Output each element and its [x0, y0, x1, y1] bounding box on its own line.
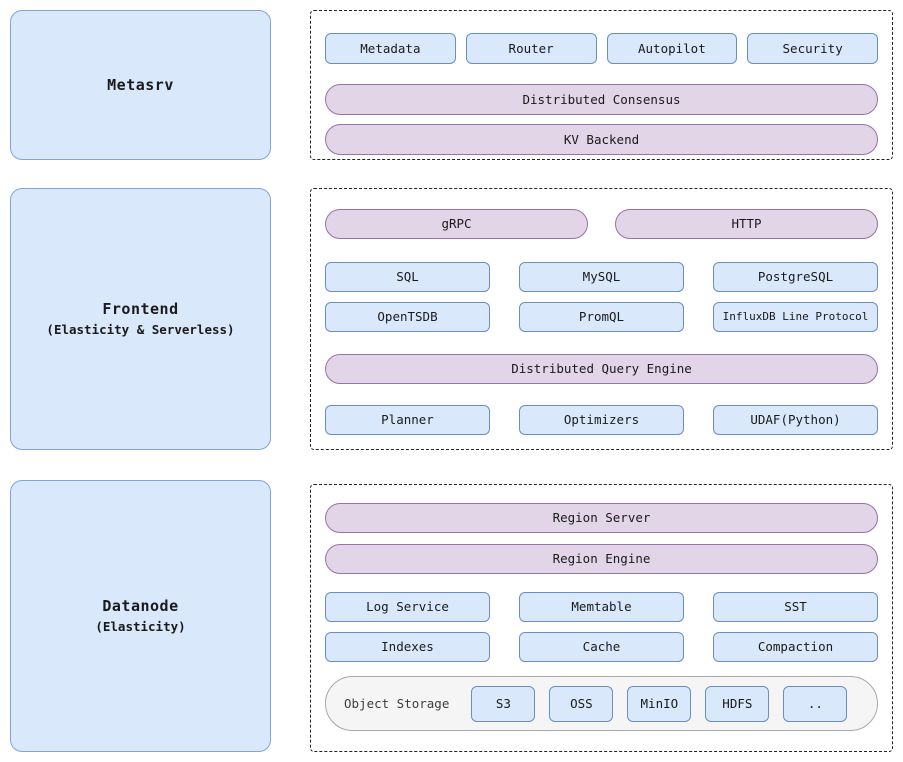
- node-indexes[interactable]: Indexes: [325, 632, 490, 662]
- node-region-engine[interactable]: Region Engine: [325, 544, 878, 574]
- frontend-row-query-engine: Distributed Query Engine: [325, 354, 878, 384]
- card-metasrv: Metasrv: [10, 10, 271, 160]
- frontend-row-engine-parts: Planner Optimizers UDAF(Python): [325, 405, 878, 435]
- node-kv-backend[interactable]: KV Backend: [325, 124, 878, 155]
- node-opentsdb[interactable]: OpenTSDB: [325, 302, 490, 332]
- node-router[interactable]: Router: [465, 33, 597, 64]
- node-security[interactable]: Security: [747, 33, 878, 64]
- chip-hdfs[interactable]: HDFS: [705, 685, 770, 722]
- node-memtable[interactable]: Memtable: [519, 592, 684, 622]
- node-udaf-python[interactable]: UDAF(Python): [713, 405, 878, 435]
- node-autopilot[interactable]: Autopilot: [606, 33, 738, 64]
- node-metadata[interactable]: Metadata: [325, 33, 456, 64]
- panel-datanode: Region Server Region Engine Log Service …: [310, 484, 893, 752]
- object-storage-label: Object Storage: [344, 696, 450, 711]
- frontend-row-protocols-transport: gRPC HTTP: [325, 209, 878, 239]
- node-region-server[interactable]: Region Server: [325, 503, 878, 533]
- chip-s3[interactable]: S3: [471, 685, 536, 722]
- node-optimizers[interactable]: Optimizers: [519, 405, 684, 435]
- datanode-row-region-engine: Region Engine: [325, 544, 878, 574]
- metasrv-row-consensus: Distributed Consensus: [325, 84, 878, 115]
- object-storage-backends: S3 OSS MinIO HDFS ..: [471, 685, 848, 722]
- card-datanode-subtitle: (Elasticity): [95, 618, 186, 634]
- metasrv-row-kv: KV Backend: [325, 124, 878, 155]
- datanode-row-storage-parts-1: Log Service Memtable SST: [325, 592, 878, 622]
- datanode-row-storage-parts-2: Indexes Cache Compaction: [325, 632, 878, 662]
- node-compaction[interactable]: Compaction: [713, 632, 878, 662]
- node-sql[interactable]: SQL: [325, 262, 490, 292]
- chip-minio[interactable]: MinIO: [627, 685, 692, 722]
- object-storage-container: Object Storage S3 OSS MinIO HDFS ..: [325, 676, 878, 731]
- node-sst[interactable]: SST: [713, 592, 878, 622]
- card-datanode: Datanode (Elasticity): [10, 480, 271, 752]
- node-promql[interactable]: PromQL: [519, 302, 684, 332]
- card-datanode-title: Datanode: [102, 597, 179, 616]
- node-cache[interactable]: Cache: [519, 632, 684, 662]
- chip-more[interactable]: ..: [783, 685, 848, 722]
- node-distributed-query-engine[interactable]: Distributed Query Engine: [325, 354, 878, 384]
- node-http[interactable]: HTTP: [615, 209, 878, 239]
- card-metasrv-title: Metasrv: [107, 75, 174, 94]
- panel-metasrv: Metadata Router Autopilot Security Distr…: [310, 10, 893, 160]
- chip-oss[interactable]: OSS: [549, 685, 614, 722]
- frontend-row-query-langs-1: SQL MySQL PostgreSQL: [325, 262, 878, 292]
- card-frontend: Frontend (Elasticity & Serverless): [10, 188, 271, 450]
- node-postgresql[interactable]: PostgreSQL: [713, 262, 878, 292]
- frontend-row-query-langs-2: OpenTSDB PromQL InfluxDB Line Protocol: [325, 302, 878, 332]
- node-log-service[interactable]: Log Service: [325, 592, 490, 622]
- node-influxdb-line-protocol[interactable]: InfluxDB Line Protocol: [713, 302, 878, 332]
- node-mysql[interactable]: MySQL: [519, 262, 684, 292]
- panel-frontend: gRPC HTTP SQL MySQL PostgreSQL OpenTSDB …: [310, 188, 893, 450]
- metasrv-row-services: Metadata Router Autopilot Security: [325, 33, 878, 64]
- node-grpc[interactable]: gRPC: [325, 209, 588, 239]
- node-distributed-consensus[interactable]: Distributed Consensus: [325, 84, 878, 115]
- node-planner[interactable]: Planner: [325, 405, 490, 435]
- card-frontend-title: Frontend: [102, 300, 179, 319]
- card-frontend-subtitle: (Elasticity & Serverless): [46, 321, 235, 337]
- datanode-row-region-server: Region Server: [325, 503, 878, 533]
